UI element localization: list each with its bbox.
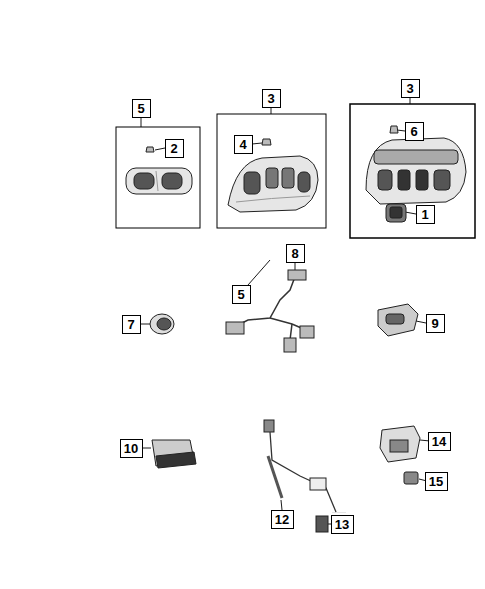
callout-number: 6 (410, 125, 417, 138)
callout-number: 3 (267, 92, 274, 105)
callout-number: 15 (429, 475, 443, 488)
callout-box: 13 (331, 515, 354, 534)
callout-box: 14 (428, 432, 451, 451)
callout-number: 7 (127, 318, 134, 331)
callout-number: 8 (291, 247, 298, 260)
group-frame (116, 127, 200, 228)
callout-box: 4 (234, 135, 253, 154)
callout-box: 1 (416, 205, 435, 224)
callout-number: 12 (275, 513, 289, 526)
callout-number: 2 (170, 142, 177, 155)
callout-box: 2 (165, 139, 184, 158)
group-frames (116, 104, 475, 238)
callout-box: 3 (401, 79, 420, 98)
parts (126, 126, 466, 532)
callout-box: 5 (232, 285, 251, 304)
callout-box: 6 (405, 122, 424, 141)
group-frame (217, 114, 326, 228)
group-frame (350, 104, 475, 238)
callout-box: 8 (286, 244, 305, 263)
callout-number: 13 (335, 518, 349, 531)
callout-number: 10 (124, 442, 138, 455)
callout-box: 3 (262, 89, 281, 108)
callout-box: 5 (132, 99, 151, 118)
callout-box: 7 (122, 315, 141, 334)
callout-number: 5 (237, 288, 244, 301)
callout-number: 4 (239, 138, 246, 151)
callout-number: 14 (432, 435, 446, 448)
callout-number: 3 (406, 82, 413, 95)
callout-number: 5 (137, 102, 144, 115)
callout-box: 12 (271, 510, 294, 529)
callout-number: 1 (421, 208, 428, 221)
callout-box: 10 (120, 439, 143, 458)
callout-number: 9 (431, 317, 438, 330)
callout-box: 15 (425, 472, 448, 491)
callout-box: 9 (426, 314, 445, 333)
